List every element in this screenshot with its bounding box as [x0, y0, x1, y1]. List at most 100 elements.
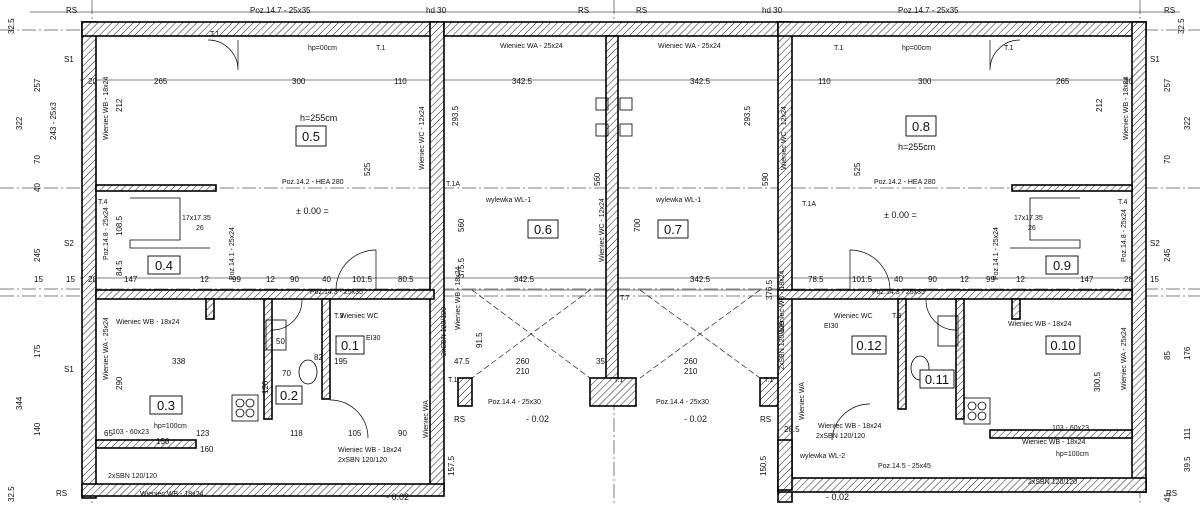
svg-text:245: 245 — [33, 248, 42, 262]
svg-text:Poz.14.2 - HEA 280: Poz.14.2 - HEA 280 — [874, 179, 936, 186]
svg-text:17x17.35: 17x17.35 — [1014, 215, 1043, 222]
svg-text:123: 123 — [196, 429, 210, 438]
room-label-0.11: 0.11 — [919, 369, 955, 389]
svg-text:0.5: 0.5 — [302, 129, 320, 144]
dimension-right-side: 32.5 257 322 70 245 176 85 111 39.5 41 — [1163, 18, 1192, 502]
room-label-0.2: 0.2 — [275, 385, 303, 405]
dimension-top-row: 20 265 300 110 342.5 342.5 110 300 265 2… — [88, 77, 1133, 86]
svg-text:118: 118 — [290, 429, 303, 438]
svg-text:50: 50 — [276, 337, 285, 346]
svg-text:111: 111 — [1183, 427, 1192, 440]
svg-text:338: 338 — [172, 357, 186, 366]
svg-text:20: 20 — [88, 77, 97, 86]
svg-text:T.1: T.1 — [210, 31, 219, 38]
svg-text:70: 70 — [282, 369, 291, 378]
svg-text:Wieniec WB - 18x24: Wieniec WB - 18x24 — [140, 491, 204, 498]
svg-text:245: 245 — [1163, 248, 1172, 262]
svg-text:Poz.14.1 - 25x24: Poz.14.1 - 25x24 — [229, 227, 236, 280]
svg-text:T.1: T.1 — [448, 377, 457, 384]
svg-text:RS: RS — [760, 415, 771, 424]
svg-text:S1: S1 — [64, 55, 74, 64]
svg-text:Wieniec WB - 18x24: Wieniec WB - 18x24 — [818, 423, 882, 430]
svg-text:Poz.14.4 - 25x30: Poz.14.4 - 25x30 — [488, 399, 541, 406]
svg-text:17x17.35: 17x17.35 — [182, 215, 211, 222]
svg-text:± 0.00 =: ± 0.00 = — [884, 210, 917, 220]
svg-text:S1: S1 — [1150, 55, 1160, 64]
svg-text:Wieniec WC - 12x24: Wieniec WC - 12x24 — [781, 106, 788, 170]
svg-text:Poz.14.2 - HEA 280: Poz.14.2 - HEA 280 — [282, 179, 344, 186]
svg-text:105: 105 — [348, 429, 362, 438]
svg-text:40: 40 — [33, 183, 42, 192]
svg-text:70: 70 — [1163, 155, 1172, 164]
svg-text:108.5: 108.5 — [115, 215, 124, 236]
room-label-0.10: 0.10 — [1045, 335, 1081, 355]
svg-text:Wieniec WA: Wieniec WA — [423, 400, 430, 438]
svg-text:65: 65 — [104, 429, 113, 438]
dimension-mid-row: 15 28 147 12 99 12 90 40 101.5 80.5 342.… — [66, 275, 1159, 284]
svg-text:560: 560 — [593, 172, 602, 186]
svg-text:70: 70 — [33, 155, 42, 164]
svg-text:0.1: 0.1 — [341, 338, 359, 353]
svg-text:90: 90 — [398, 429, 407, 438]
svg-text:212: 212 — [115, 98, 124, 112]
svg-text:293.5: 293.5 — [451, 105, 460, 126]
svg-text:RS: RS — [454, 415, 465, 424]
svg-text:700: 700 — [633, 218, 642, 232]
svg-text:300.5: 300.5 — [1093, 371, 1102, 392]
svg-text:32.5: 32.5 — [1177, 18, 1186, 34]
svg-text:103 - 60x23: 103 - 60x23 — [1052, 425, 1089, 432]
svg-text:2xSBN 120/120: 2xSBN 120/120 — [1028, 479, 1077, 486]
svg-text:15: 15 — [66, 275, 75, 284]
svg-text:Poz.14.8 - 25x24: Poz.14.8 - 25x24 — [103, 207, 110, 260]
svg-text:T.4: T.4 — [98, 199, 107, 206]
svg-text:RS: RS — [1164, 6, 1175, 15]
svg-text:T.1: T.1 — [764, 377, 773, 384]
svg-text:T.1: T.1 — [834, 45, 843, 52]
svg-text:84.5: 84.5 — [115, 260, 124, 276]
svg-text:wylewka WL-2: wylewka WL-2 — [799, 453, 845, 460]
svg-text:hd 30: hd 30 — [762, 6, 783, 15]
svg-text:RS: RS — [66, 6, 77, 15]
svg-text:176: 176 — [1183, 346, 1192, 360]
svg-text:300: 300 — [918, 77, 932, 86]
svg-text:110: 110 — [394, 77, 407, 86]
svg-text:0.11: 0.11 — [925, 372, 949, 387]
svg-text:293.5: 293.5 — [743, 105, 752, 126]
svg-text:160: 160 — [200, 445, 214, 454]
svg-text:90: 90 — [290, 275, 299, 284]
svg-text:120: 120 — [261, 380, 270, 394]
svg-text:Wieniec WA - 25x24: Wieniec WA - 25x24 — [500, 43, 563, 50]
svg-text:375.5: 375.5 — [457, 257, 466, 278]
svg-text:Poz.14.4 - 25x30: Poz.14.4 - 25x30 — [656, 399, 709, 406]
svg-text:Wieniec WC - 12x24: Wieniec WC - 12x24 — [599, 198, 606, 262]
svg-text:80.5: 80.5 — [398, 275, 414, 284]
svg-text:290: 290 — [115, 376, 124, 390]
dimension-left-side: 32.5 257 322 243 - 25x3 70 40 245 15 175… — [7, 18, 58, 502]
room-label-0.9: 0.9 — [1045, 255, 1079, 275]
vertical-labels: Wieniec WB - 18x24 Wieniec WB - 18x24 Po… — [103, 76, 1130, 438]
svg-text:99: 99 — [986, 275, 995, 284]
svg-text:T.4: T.4 — [1118, 199, 1127, 206]
svg-text:T.1: T.1 — [614, 377, 623, 384]
svg-text:525: 525 — [853, 162, 862, 176]
svg-text:Wieniec WA: Wieniec WA — [799, 382, 806, 420]
dimension-inner: 525 525 560 560 700 590 375.5 376.5 293.… — [104, 98, 1104, 476]
svg-text:Wieniec WA - 25x24: Wieniec WA - 25x24 — [103, 317, 110, 380]
svg-text:hd 30: hd 30 — [426, 6, 447, 15]
svg-text:0.2: 0.2 — [280, 388, 298, 403]
svg-text:Wieniec WB - 18x24: Wieniec WB - 18x24 — [779, 270, 786, 334]
svg-text:47.5: 47.5 — [454, 357, 470, 366]
svg-text:195: 195 — [334, 357, 348, 366]
svg-text:39.5: 39.5 — [1183, 456, 1192, 472]
svg-text:hp=100cm: hp=100cm — [1056, 451, 1089, 458]
svg-text:157.5: 157.5 — [447, 455, 456, 476]
svg-text:0.4: 0.4 — [155, 258, 173, 273]
svg-text:EI30: EI30 — [366, 335, 381, 342]
svg-text:15: 15 — [1150, 275, 1159, 284]
svg-text:257: 257 — [33, 78, 42, 92]
svg-text:99: 99 — [232, 275, 241, 284]
svg-text:35: 35 — [596, 357, 605, 366]
svg-text:2xSBN 120/120: 2xSBN 120/120 — [816, 433, 865, 440]
svg-text:147: 147 — [1080, 275, 1094, 284]
